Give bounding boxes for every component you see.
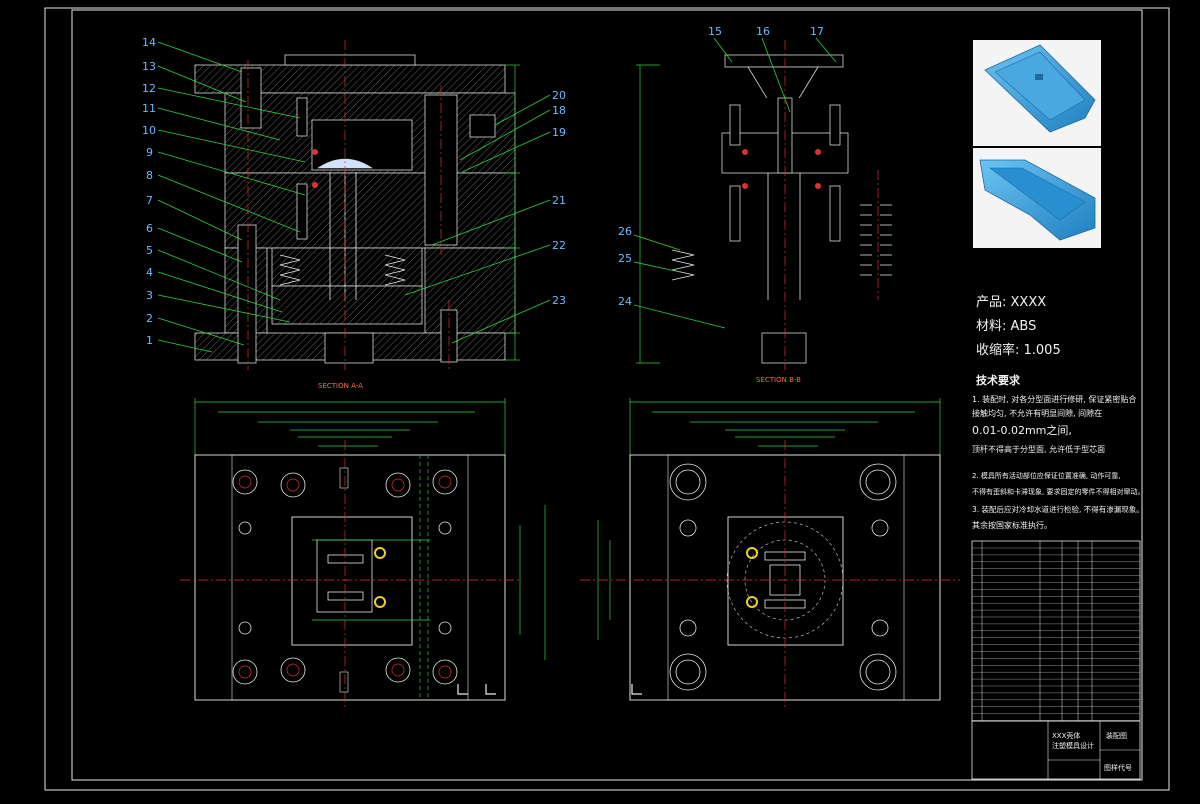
spec-shrinkage: 收缩率: 1.005 (976, 342, 1061, 358)
specs-block: 产品: XXXX 材料: ABS 收缩率: 1.005 (976, 295, 1061, 358)
note-line-6: 不得有歪斜和卡滞现象, 要求固定的零件不得相对窜动。 (972, 487, 1144, 496)
notes-title: 技术要求 (976, 373, 1021, 387)
title-block: XXX壳体 注塑模具设计 装配图 图样代号 (971, 720, 1141, 780)
note-line-1: 1. 装配时, 对各分型面进行修研, 保证紧密贴合 (972, 394, 1136, 404)
plan-view-moving-half (580, 398, 960, 710)
callout-12: 12 (142, 82, 156, 95)
callout-22: 22 (552, 239, 566, 252)
section-a-view (194, 40, 520, 370)
spec-material: 材料: ABS (976, 319, 1036, 334)
note-line-4: 顶杆不得高于分型面, 允许低于型芯面 (972, 444, 1105, 454)
callout-1: 1 (146, 334, 153, 347)
technical-notes: 技术要求 1. 装配时, 对各分型面进行修研, 保证紧密贴合 接触均匀, 不允许… (972, 373, 1144, 530)
title-block-design-2: 注塑模具设计 (1052, 741, 1094, 750)
note-line-7: 3. 装配后应对冷却水道进行检验, 不得有渗漏现象。 (972, 504, 1144, 514)
callout-3: 3 (146, 289, 153, 302)
callout-7: 7 (146, 194, 153, 207)
callout-13: 13 (142, 60, 156, 73)
callout-17: 17 (810, 25, 824, 38)
callout-4: 4 (146, 266, 153, 279)
callout-25: 25 (618, 252, 632, 265)
callout-11: 11 (142, 102, 156, 115)
callout-24: 24 (618, 295, 632, 308)
section-a-label: SECTION A-A (318, 382, 363, 390)
callouts-section-a-left: 14 13 12 11 10 9 8 7 6 5 4 3 2 1 (142, 36, 306, 353)
callout-26: 26 (618, 225, 632, 238)
section-b-view (636, 40, 908, 370)
callout-14: 14 (142, 36, 156, 49)
callout-5: 5 (146, 244, 153, 257)
note-line-3: 0.01-0.02mm之间, (972, 423, 1072, 437)
callout-16: 16 (756, 25, 770, 38)
sheet-inner-frame (71, 9, 1143, 781)
title-block-design-1: XXX壳体 (1052, 731, 1080, 740)
part-render-top (973, 40, 1101, 146)
callouts-section-b: 15 16 17 26 25 24 (618, 25, 837, 329)
callouts-section-a-right: 20 18 19 21 22 23 (404, 89, 566, 344)
callout-2: 2 (146, 312, 153, 325)
callout-15: 15 (708, 25, 722, 38)
title-block-drawing-type: 装配图 (1106, 731, 1127, 740)
note-line-2: 接触均匀, 不允许有明显间隙, 间隙在 (972, 408, 1102, 418)
spec-product: 产品: XXXX (976, 295, 1046, 310)
callout-21: 21 (552, 194, 566, 207)
plan-view-fixed-half (180, 398, 546, 710)
note-line-8: 其余按国家标准执行。 (972, 520, 1052, 530)
callout-8: 8 (146, 169, 153, 182)
callout-10: 10 (142, 124, 156, 137)
parts-list (971, 540, 1141, 722)
callout-9: 9 (146, 146, 153, 159)
callout-6: 6 (146, 222, 153, 235)
callout-19: 19 (552, 126, 566, 139)
sheet-outer-frame (44, 7, 1170, 791)
section-b-label: SECTION B-B (756, 376, 801, 384)
title-block-drawing-no: 图样代号 (1104, 763, 1132, 772)
callout-20: 20 (552, 89, 566, 102)
note-line-5: 2. 模具所有活动部位应保证位置准确, 动作可靠, (972, 471, 1121, 480)
part-render-bottom (973, 148, 1101, 248)
callout-18: 18 (552, 104, 566, 117)
callout-23: 23 (552, 294, 566, 307)
